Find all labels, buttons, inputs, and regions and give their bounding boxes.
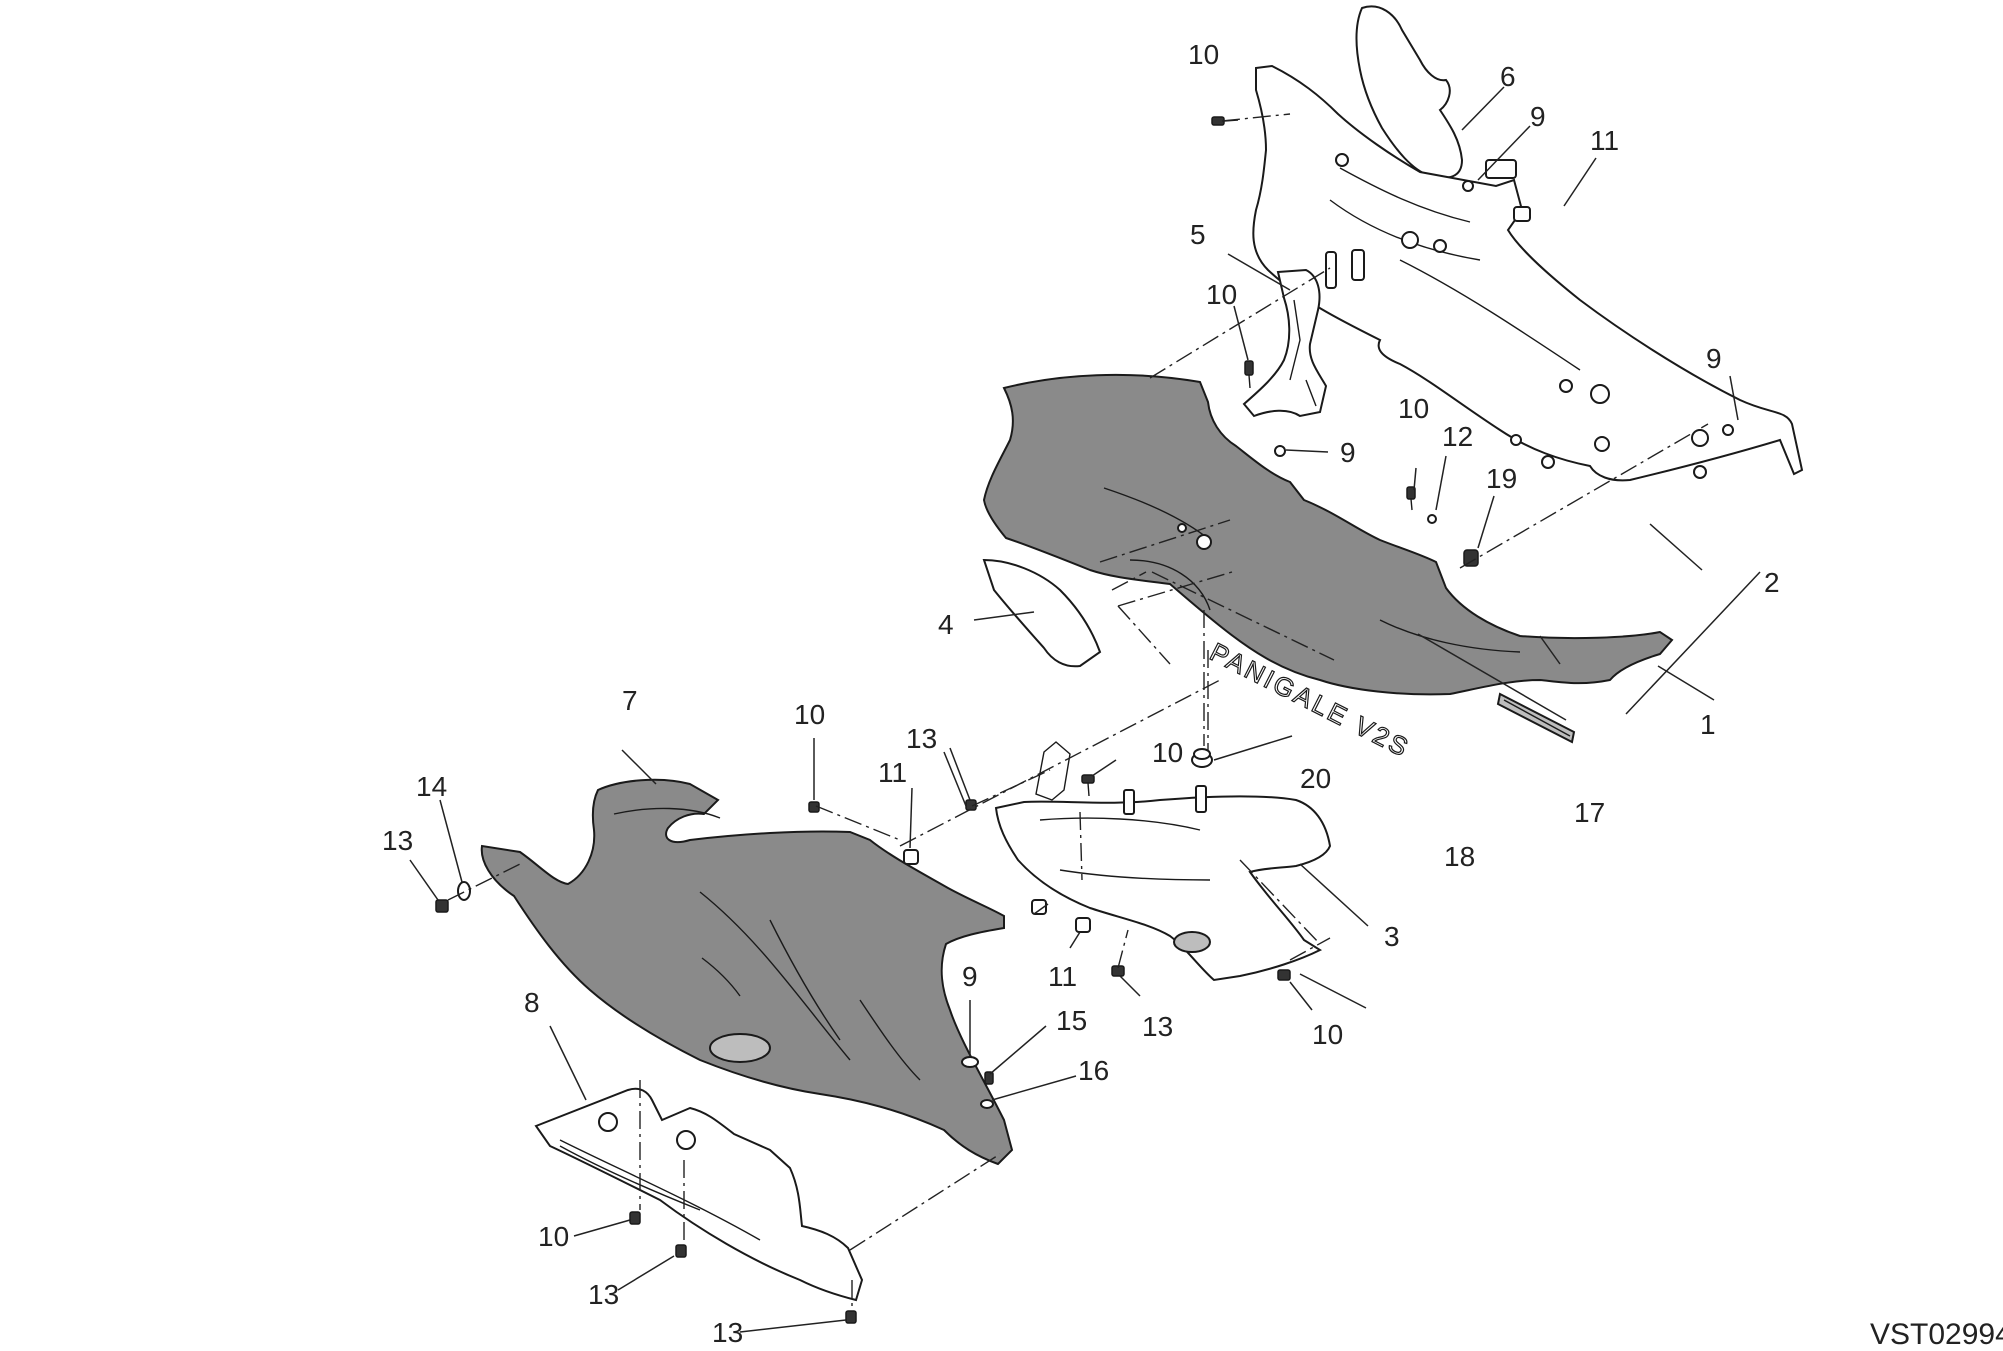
part-7-lower-fairing [480, 778, 1014, 1166]
callout-10-center: 10 [1152, 737, 1183, 768]
drawing-code: VST02994 [1870, 1318, 2003, 1351]
callout-13-bottom: 13 [712, 1317, 743, 1348]
callout-9-mid: 9 [1340, 437, 1356, 468]
screw-icon [1277, 969, 1291, 981]
decal-17 [1496, 692, 1576, 744]
callout-13-belly: 13 [588, 1279, 619, 1310]
callout-2: 2 [1764, 567, 1780, 598]
washer-icon [1427, 514, 1437, 524]
part-4-side-insert [982, 558, 1102, 668]
clip-nut-icon [1031, 899, 1047, 915]
callout-13-top: 13 [906, 723, 937, 754]
grommet-icon [1191, 748, 1213, 768]
part-8-belly-pan [534, 1087, 864, 1302]
callout-5: 5 [1190, 219, 1206, 250]
washer-icon [1462, 180, 1474, 192]
callout-9-right: 9 [1706, 343, 1722, 374]
screw-icon [1244, 360, 1254, 389]
callout-11-center: 11 [1048, 961, 1077, 992]
callout-9-bottom: 9 [962, 961, 978, 992]
callout-8: 8 [524, 987, 540, 1018]
callout-15: 15 [1056, 1005, 1087, 1036]
callout-10-top: 10 [1188, 39, 1219, 70]
callout-13-left: 13 [382, 825, 413, 856]
part-5-bracket [1242, 268, 1328, 418]
washer-icon [457, 881, 471, 901]
callout-14: 14 [416, 771, 447, 802]
clip-nut-icon [1463, 549, 1479, 567]
callout-18: 18 [1444, 841, 1475, 872]
callout-11-left: 11 [878, 757, 907, 788]
washer-icon [1722, 424, 1734, 436]
callout-10-belly: 10 [538, 1221, 569, 1252]
callout-4: 4 [938, 609, 954, 640]
screw-icon [629, 1211, 641, 1225]
callout-19: 19 [1486, 463, 1517, 494]
screw-icon [675, 1244, 687, 1258]
callout-9-top: 9 [1530, 101, 1546, 132]
screw-icon [1081, 774, 1095, 797]
callout-17: 17 [1574, 797, 1605, 828]
callout-12: 12 [1442, 421, 1473, 452]
part-1-upper-fairing [982, 373, 1674, 696]
callout-10-lower: 10 [1312, 1019, 1343, 1050]
callout-numbers: 1 2 3 4 5 6 7 8 9 9 9 9 10 10 10 10 10 1… [382, 39, 1780, 1348]
callout-16: 16 [1078, 1055, 1109, 1086]
clip-nut-icon [903, 849, 919, 865]
callout-1: 1 [1700, 709, 1716, 740]
callout-10-upper-mid: 10 [1206, 279, 1237, 310]
screw-icon [984, 1071, 994, 1085]
washer-icon [980, 1099, 994, 1109]
callout-3: 3 [1384, 921, 1400, 952]
callout-7: 7 [622, 685, 638, 716]
callout-10-left: 10 [794, 699, 825, 730]
leader-lines [409, 86, 1761, 1333]
screw-icon [435, 899, 449, 913]
callout-13-center: 13 [1142, 1011, 1173, 1042]
screw-icon [1406, 486, 1416, 511]
callout-6: 6 [1500, 61, 1516, 92]
part-6-upper-panel [1355, 5, 1464, 179]
washer-icon [961, 1056, 979, 1068]
screw-icon [845, 1310, 857, 1324]
assembly-lines [447, 113, 1709, 1310]
clip-nut-icon [1075, 917, 1091, 933]
callout-20: 20 [1300, 763, 1331, 794]
hardware [435, 116, 1734, 1324]
part-3-lower-bracket [994, 741, 1332, 982]
clip-nut-icon [1513, 206, 1531, 222]
callout-11-top: 11 [1590, 125, 1619, 156]
callout-10-right: 10 [1398, 393, 1429, 424]
washer-icon [1274, 445, 1286, 457]
